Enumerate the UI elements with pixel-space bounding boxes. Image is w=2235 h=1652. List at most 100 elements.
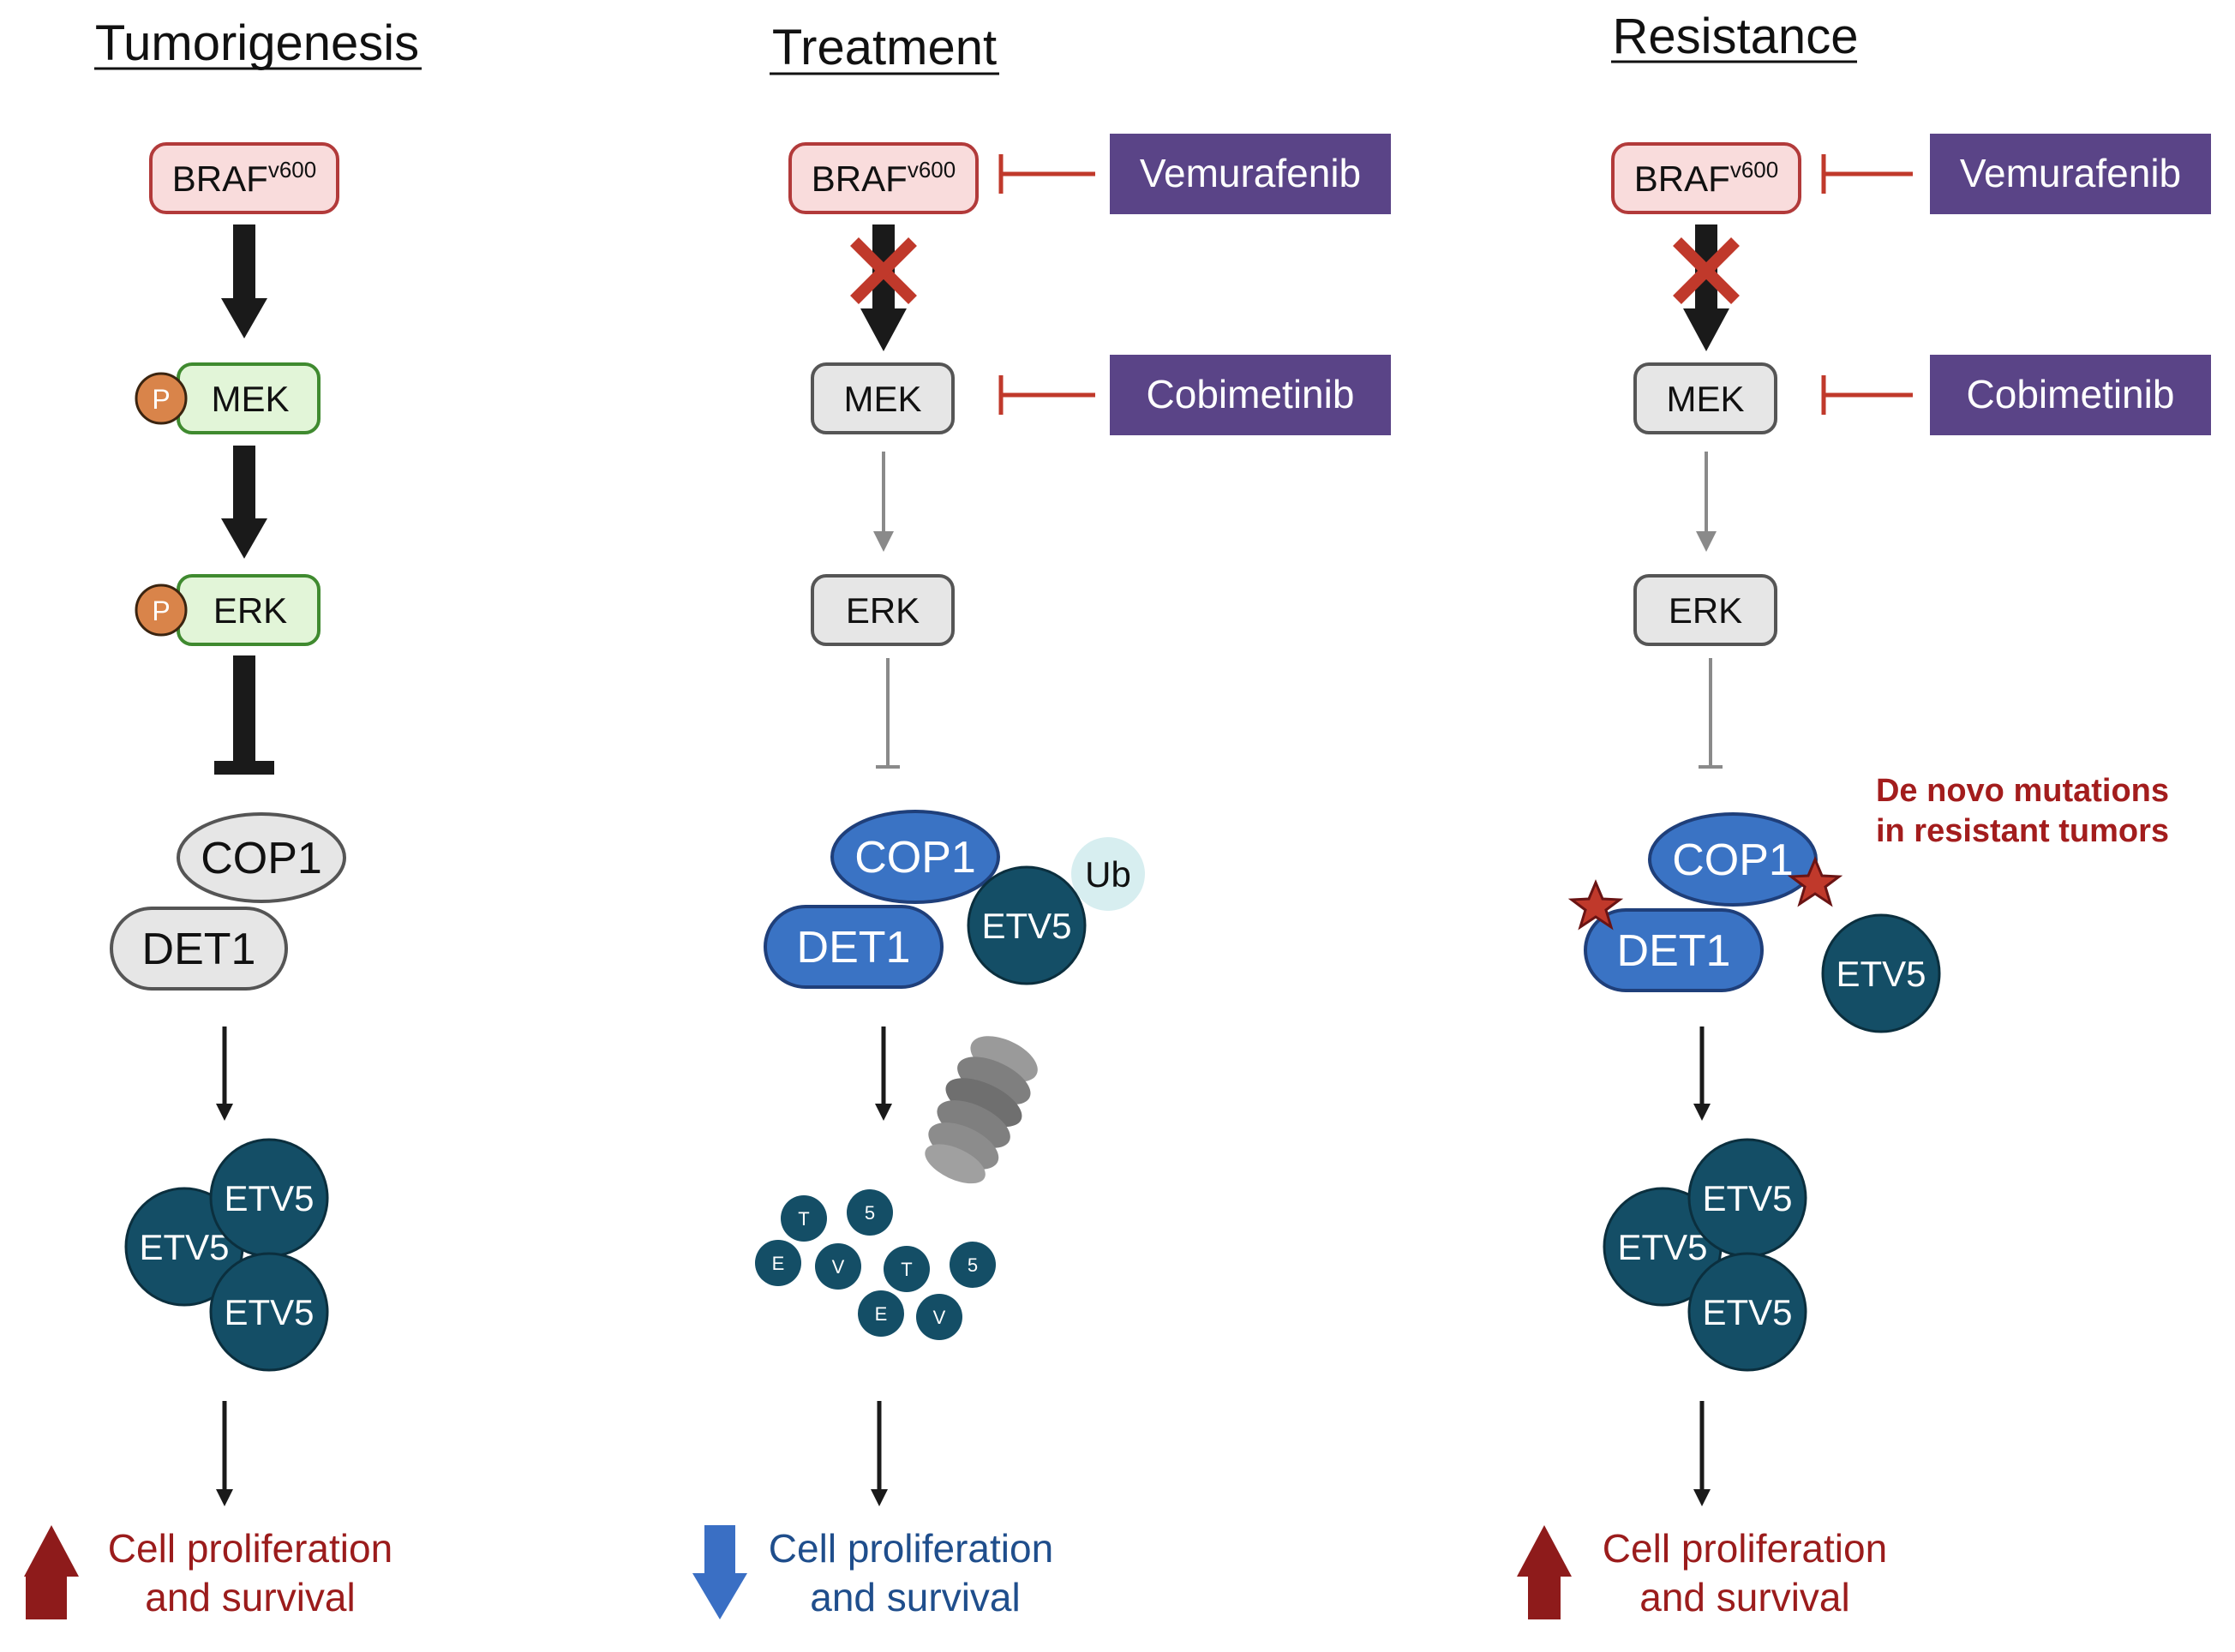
braf-label: BRAF xyxy=(812,159,908,199)
vemurafenib-drug: Vemurafenib xyxy=(1110,134,1391,214)
outcome-line2: and survival xyxy=(810,1575,1020,1619)
etv5-node xyxy=(1687,1252,1807,1372)
mek-label: MEK xyxy=(1666,379,1744,419)
cop1-node: COP1 xyxy=(1648,812,1818,907)
mek-node: MEK xyxy=(1633,362,1777,434)
erk-label: ERK xyxy=(1669,590,1742,631)
drug-label: Cobimetinib xyxy=(1967,372,2175,416)
etv5-label: ETV5 xyxy=(139,1227,229,1267)
fragment-node xyxy=(950,1242,996,1288)
fragment-label: E xyxy=(875,1303,888,1325)
fragment-node xyxy=(815,1243,861,1290)
cop1-label: COP1 xyxy=(854,833,976,883)
outcome-line1: Cell proliferation xyxy=(1603,1526,1887,1571)
activation-arrow xyxy=(221,446,267,559)
phospho-label: P xyxy=(152,596,170,626)
inhibition-line xyxy=(1821,154,1913,194)
fragment-node xyxy=(916,1294,962,1340)
drug-label: Cobimetinib xyxy=(1147,372,1355,416)
inhibition-line xyxy=(1821,375,1913,415)
fragment-node xyxy=(755,1240,801,1286)
etv5-cluster: ETV5 ETV5 ETV5 xyxy=(124,1138,329,1372)
drug-label: Vemurafenib xyxy=(1960,151,2181,195)
ubiquitin-node: Ub xyxy=(1071,837,1145,911)
vemurafenib-drug: Vemurafenib xyxy=(1930,134,2211,214)
svg-text:BRAFv600: BRAFv600 xyxy=(1634,157,1778,199)
fragment-label: 5 xyxy=(968,1254,978,1276)
fragment-node xyxy=(847,1189,893,1236)
fragment-node xyxy=(884,1246,930,1292)
proteasome-icon xyxy=(925,1036,1038,1184)
cop1-label: COP1 xyxy=(201,834,322,883)
det1-node: DET1 xyxy=(764,905,944,989)
cop1-label: COP1 xyxy=(1672,835,1794,885)
erk-node: ERK xyxy=(811,574,955,646)
etv5-label: ETV5 xyxy=(1836,954,1926,994)
etv5-fragments: T 5 E V T 5 E V xyxy=(755,1189,996,1340)
braf-node: BRAFv600 xyxy=(1611,142,1801,214)
fragment-label: 5 xyxy=(865,1202,875,1224)
column-title: Resistance xyxy=(1613,9,1859,64)
det1-node: DET1 xyxy=(110,907,288,991)
fragment-label: V xyxy=(933,1307,946,1328)
braf-superscript: v600 xyxy=(1730,157,1778,183)
weak-inhibition-bar xyxy=(876,658,900,769)
ub-label: Ub xyxy=(1085,854,1131,895)
svg-text:BRAFv600: BRAFv600 xyxy=(172,157,316,199)
fragment-node xyxy=(781,1195,827,1242)
fragment-label: T xyxy=(901,1259,912,1280)
column-treatment: Treatment BRAFv600 Vemurafenib MEK xyxy=(692,20,1391,1619)
phospho-label: P xyxy=(152,384,170,415)
erk-label: ERK xyxy=(213,590,287,631)
erk-node: ERK xyxy=(1633,574,1777,646)
det1-label: DET1 xyxy=(797,923,911,973)
up-arrow-icon xyxy=(1517,1525,1572,1619)
column-resistance: Resistance BRAFv600 Vemurafenib MEK xyxy=(1517,9,2211,1619)
outcome-line1: Cell proliferation xyxy=(108,1526,392,1571)
fragment-label: T xyxy=(798,1208,809,1230)
braf-label: BRAF xyxy=(1634,159,1730,199)
etv5-label: ETV5 xyxy=(1617,1227,1707,1267)
column-title: Treatment xyxy=(772,20,997,75)
svg-text:BRAFv600: BRAFv600 xyxy=(812,157,956,199)
etv5-node: ETV5 xyxy=(1821,913,1941,1033)
inhibition-bar xyxy=(214,655,274,775)
erk-label: ERK xyxy=(846,590,920,631)
det1-label: DET1 xyxy=(1617,926,1731,976)
mutation-label-line1: De novo mutations xyxy=(1876,773,2169,809)
activation-arrow xyxy=(221,224,267,338)
braf-label: BRAF xyxy=(172,159,268,199)
x-mark-icon xyxy=(1673,237,1740,304)
outcome-line2: and survival xyxy=(145,1575,355,1619)
etv5-label: ETV5 xyxy=(1702,1292,1792,1332)
cobimetinib-drug: Cobimetinib xyxy=(1930,355,2211,435)
phospho-icon: P xyxy=(135,584,188,637)
etv5-label: ETV5 xyxy=(981,906,1071,946)
outcome-line1: Cell proliferation xyxy=(769,1526,1053,1571)
cop1-node: COP1 xyxy=(830,810,1000,904)
column-title: Tumorigenesis xyxy=(95,15,419,71)
outcome-line2: and survival xyxy=(1639,1575,1849,1619)
down-arrow-icon xyxy=(692,1525,747,1619)
fragment-node xyxy=(858,1290,904,1337)
etv5-node xyxy=(209,1252,329,1372)
braf-superscript: v600 xyxy=(908,157,956,183)
star-icon xyxy=(1567,879,1624,931)
etv5-label: ETV5 xyxy=(224,1178,314,1218)
braf-node: BRAFv600 xyxy=(149,142,339,214)
fragment-label: E xyxy=(772,1253,785,1274)
det1-label: DET1 xyxy=(142,925,256,974)
det1-node: DET1 xyxy=(1584,908,1764,992)
weak-inhibition-bar xyxy=(1699,658,1723,769)
phospho-icon: P xyxy=(135,372,188,425)
mutation-label-line2: in resistant tumors xyxy=(1876,813,2169,849)
inhibition-line xyxy=(998,375,1095,415)
cop1-node: COP1 xyxy=(177,812,346,903)
cobimetinib-drug: Cobimetinib xyxy=(1110,355,1391,435)
braf-node: BRAFv600 xyxy=(788,142,979,214)
etv5-cluster: ETV5 ETV5 ETV5 xyxy=(1603,1138,1807,1372)
erk-node: ERK xyxy=(177,574,321,646)
inhibition-line xyxy=(998,154,1095,194)
x-mark-icon xyxy=(850,237,917,304)
